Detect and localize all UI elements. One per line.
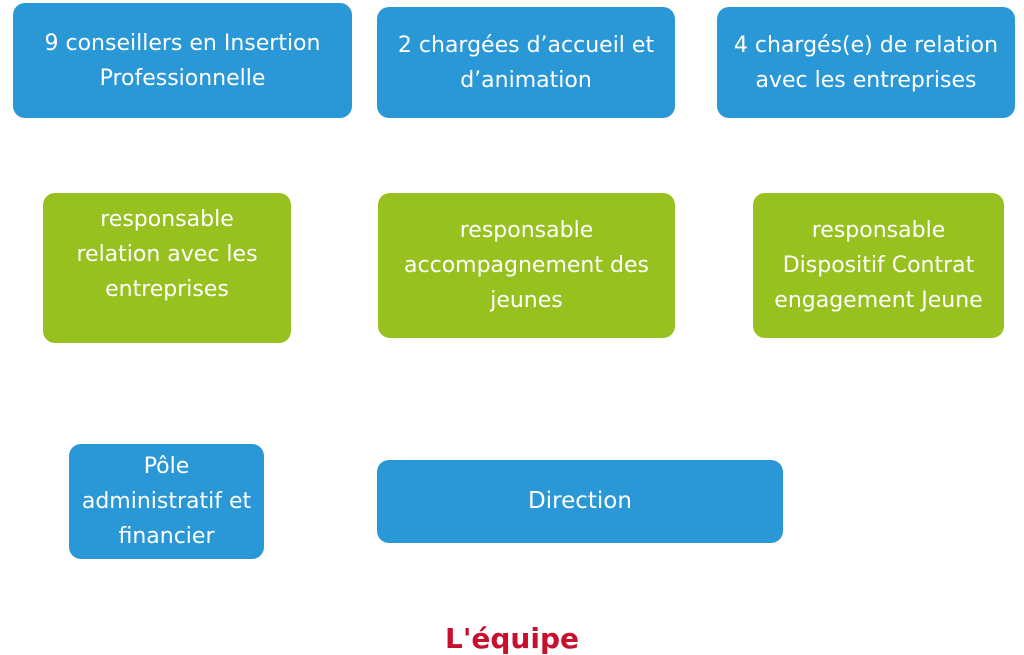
responsable-relation-entreprises-box: responsable relation avec les entreprise… [43,193,291,343]
direction-box: Direction [377,460,783,543]
responsable-accompagnement-jeunes-box: responsable accompagnement des jeunes [378,193,675,338]
chargees-accueil-box: 2 chargées d’accueil et d’animation [377,7,675,118]
footer-partial-title: L'équipe [444,622,579,655]
responsable-contrat-engagement-jeune-box: responsable Dispositif Contrat engagemen… [753,193,1004,338]
charges-relation-entreprises-box: 4 chargés(e) de relation avec les entrep… [717,7,1015,118]
pole-administratif-financier-box: Pôle administratif et financier [69,444,264,559]
conseillers-insertion-box: 9 conseillers en Insertion Professionnel… [13,3,352,118]
